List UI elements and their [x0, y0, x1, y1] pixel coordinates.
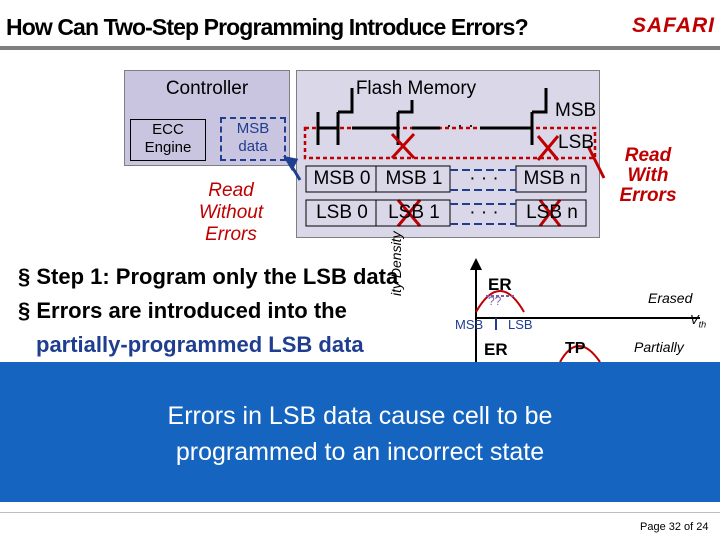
page-cells — [305, 165, 587, 227]
takeaway-line-2: programmed to an incorrect state — [175, 438, 545, 466]
read-without-errors-label: Read Without Errors — [178, 180, 284, 246]
question-marks: ?? — [488, 294, 502, 308]
distribution-axes — [475, 264, 700, 362]
transistor-string — [316, 88, 548, 145]
vth-v: V — [690, 312, 699, 327]
msb-data-label: MSB data — [220, 120, 286, 156]
msb-data-line-1: MSB — [236, 120, 270, 137]
lsb-label: LSB — [558, 132, 594, 153]
bullet-errors: § Errors are introduced into the — [18, 298, 347, 323]
lsb-page-row: LSB 0 LSB 1 · · · LSB n — [307, 202, 587, 224]
takeaway-line-1: Errors in LSB data cause cell to be — [167, 402, 553, 430]
lsb-page-box — [303, 126, 597, 160]
controller-label: Controller — [165, 78, 249, 99]
tp-state-label: TP — [565, 340, 586, 357]
msb-cell-n: MSB n — [523, 168, 581, 189]
lsb-cell-1: LSB 1 — [388, 202, 440, 223]
title-divider — [0, 46, 720, 50]
y-axis-label: ity Density — [388, 231, 404, 296]
msb-label: MSB — [555, 100, 597, 121]
bullet-step-1: § Step 1: Program only the LSB data — [18, 264, 399, 289]
lsb-cell-0: LSB 0 — [316, 202, 368, 223]
footer-divider — [0, 512, 720, 513]
takeaway-text: Errors in LSB data cause cell to be prog… — [0, 398, 720, 470]
er-state-label: ER — [488, 275, 512, 294]
ecc-engine-box — [130, 119, 206, 161]
erased-label: Erased — [648, 290, 693, 306]
tp-curve — [559, 345, 601, 363]
partially-label: Partially — [634, 339, 684, 355]
er-state-label-2: ER — [484, 340, 508, 359]
lsb-cell-dots: · · · — [469, 202, 499, 223]
rwe-line-3: Errors — [619, 185, 677, 206]
flash-memory-label: Flash Memory — [355, 78, 477, 99]
dist-msb-label: MSB — [455, 317, 484, 332]
error-x-marks — [390, 132, 562, 227]
rwo-line-3: Errors — [205, 224, 257, 245]
ecc-line-1: ECC — [152, 121, 184, 138]
takeaway-banner — [0, 362, 720, 502]
page-title: How Can Two-Step Programming Introduce E… — [6, 14, 529, 40]
msb-data-line-2: data — [238, 138, 268, 155]
read-arrows — [282, 155, 302, 181]
rwe-line-1: Read — [624, 145, 672, 166]
rwo-line-1: Read — [208, 180, 254, 201]
msb-cell-dots: · · · — [469, 168, 499, 189]
rwo-line-2: Without — [198, 202, 264, 223]
rwe-line-2: With — [627, 165, 669, 186]
ecc-engine-label: ECC Engine — [130, 121, 206, 157]
msb-page-row: MSB 0 MSB 1 · · · MSB n — [307, 168, 587, 190]
read-with-errors-arrow — [586, 145, 606, 179]
msb-cell-1: MSB 1 — [385, 168, 443, 189]
dist-lsb-label: LSB — [508, 317, 533, 332]
msb-data-box — [220, 117, 286, 161]
read-with-errors-label: Read With Errors — [608, 146, 688, 206]
page-dashed-lines — [450, 169, 516, 225]
er-curve — [475, 290, 525, 313]
vth-label: Vth — [690, 312, 706, 330]
y-axis-arrow — [470, 258, 482, 270]
string-dots: · · · — [446, 115, 474, 135]
lsb-cell-n: LSB n — [526, 202, 578, 223]
msb-cell-0: MSB 0 — [313, 168, 371, 189]
vth-sub: th — [698, 319, 707, 330]
bullet-errors-continuation: partially-programmed LSB data — [36, 332, 364, 357]
ecc-line-2: Engine — [144, 139, 192, 156]
page-number: Page 32 of 24 — [640, 521, 709, 533]
safari-logo: SAFARI — [632, 14, 716, 37]
